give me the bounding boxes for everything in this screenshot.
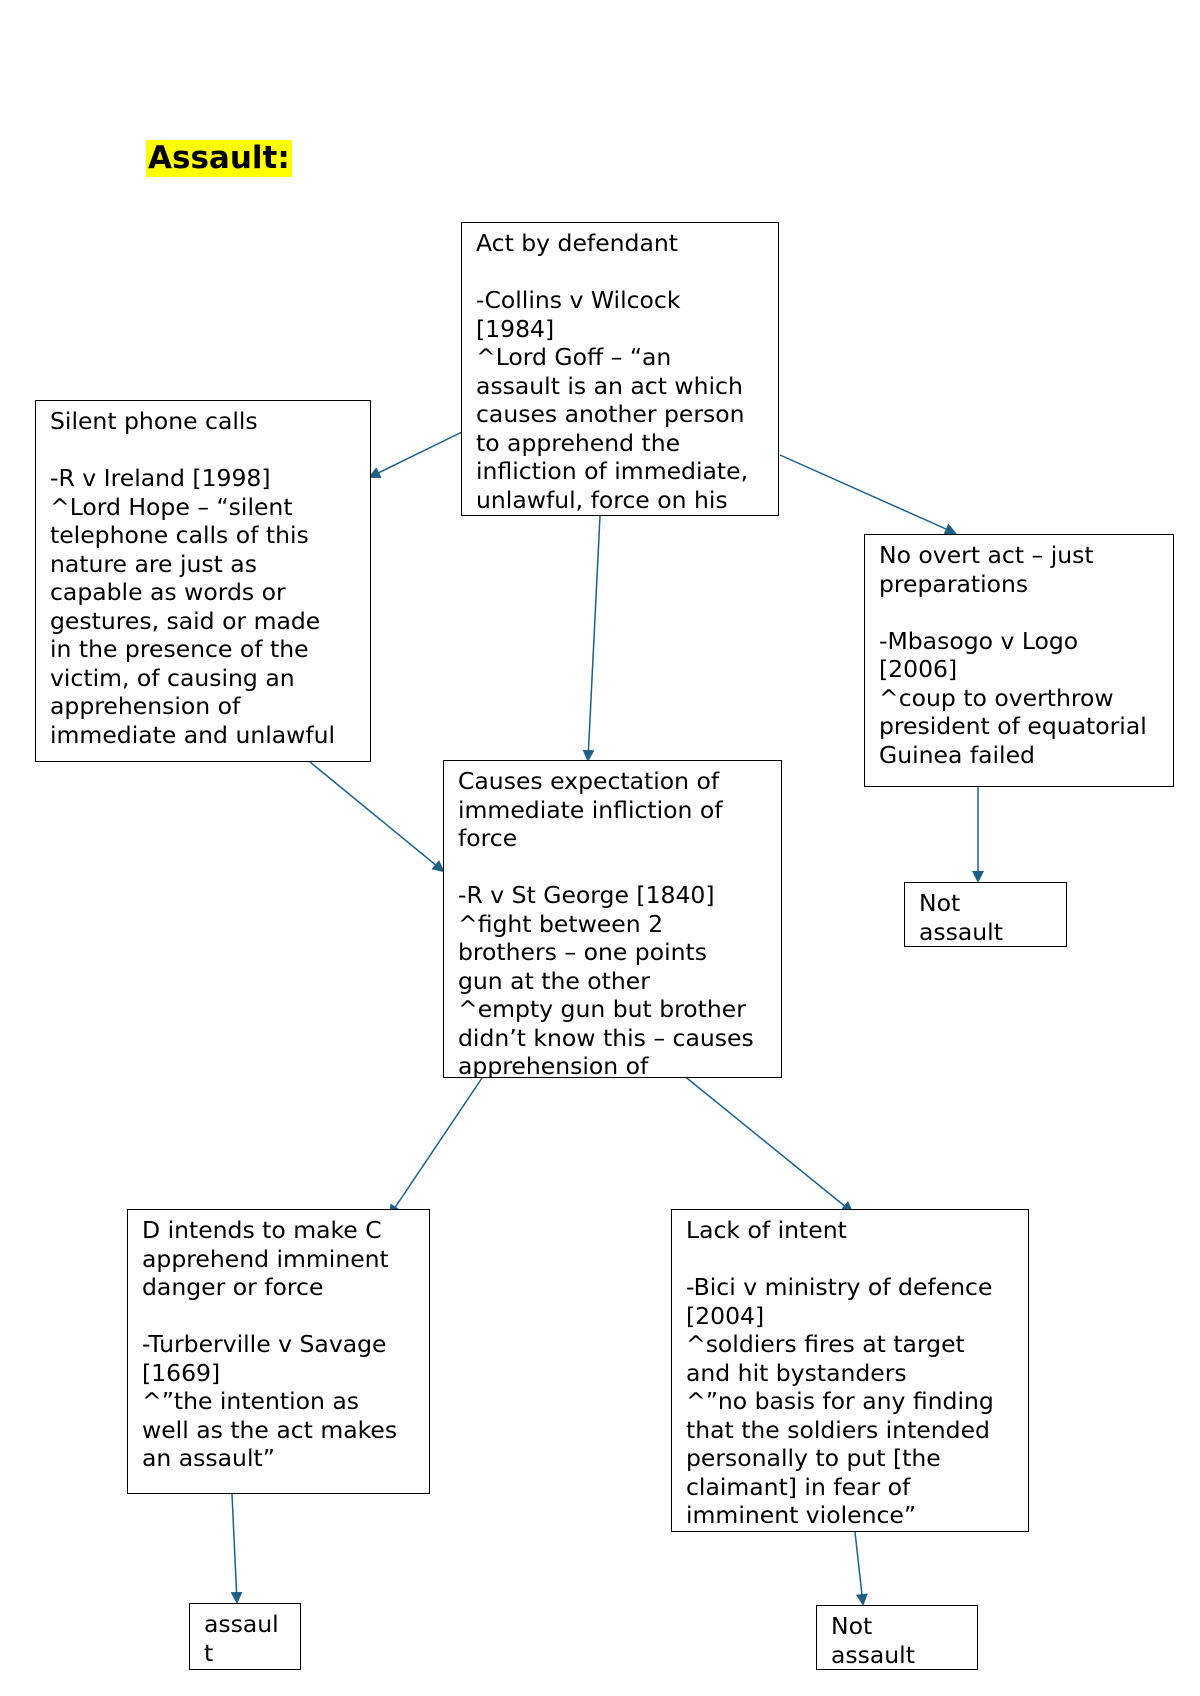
node-heading: Not assault [919,889,1003,946]
arrow-act-to-expectation [582,515,601,762]
node-case-text: -R v St George [1840] ^fight between 2 b… [458,881,754,1078]
node-case-text: -Collins v Wilcock [1984] ^Lord Goff – “… [476,286,749,514]
node-case-text: -R v Ireland [1998] ^Lord Hope – “silent… [50,464,336,749]
arrow-act-to-silent [368,431,463,478]
arrow-lack-to-not-assault [854,1531,868,1606]
causes-expectation-box: Causes expectation of immediate inflicti… [443,760,782,1078]
lack-of-intent-box: Lack of intent -Bici v ministry of defen… [671,1209,1029,1532]
node-heading: Lack of intent [686,1216,847,1244]
node-heading: D intends to make C apprehend imminent d… [142,1216,389,1301]
node-heading: assaul t [204,1610,279,1667]
no-overt-act-box: No overt act – just preparations -Mbasog… [864,534,1174,787]
node-case-text: -Mbasogo v Logo [2006] ^coup to overthro… [879,626,1147,769]
silent-phone-calls-box: Silent phone calls -R v Ireland [1998] ^… [35,400,371,762]
d-intends-box: D intends to make C apprehend imminent d… [127,1209,430,1494]
not-assault-box-2: Not assault [816,1605,978,1670]
page-title: Assault: [146,140,292,177]
act-by-defendant-box: Act by defendant -Collins v Wilcock [198… [461,222,779,516]
node-case-text: -Bici v ministry of defence [2004] ^sold… [686,1273,994,1529]
not-assault-box-1: Not assault [904,882,1067,947]
node-heading: No overt act – just preparations [879,541,1094,598]
assault-result-box: assaul t [189,1603,301,1670]
arrow-act-to-overt [779,454,957,535]
node-case-text: -Turberville v Savage [1669] ^”the inten… [142,1330,398,1472]
node-heading: Not assault [831,1612,915,1669]
node-heading: Silent phone calls [50,407,258,435]
arrow-silent-to-expectation [309,761,445,873]
arrow-expectation-to-lack [671,1065,854,1214]
arrow-intends-to-assault [230,1493,243,1604]
arrow-expectation-to-intends [388,1077,483,1217]
node-heading: Causes expectation of immediate inflicti… [458,767,723,852]
node-heading: Act by defendant [476,229,678,257]
